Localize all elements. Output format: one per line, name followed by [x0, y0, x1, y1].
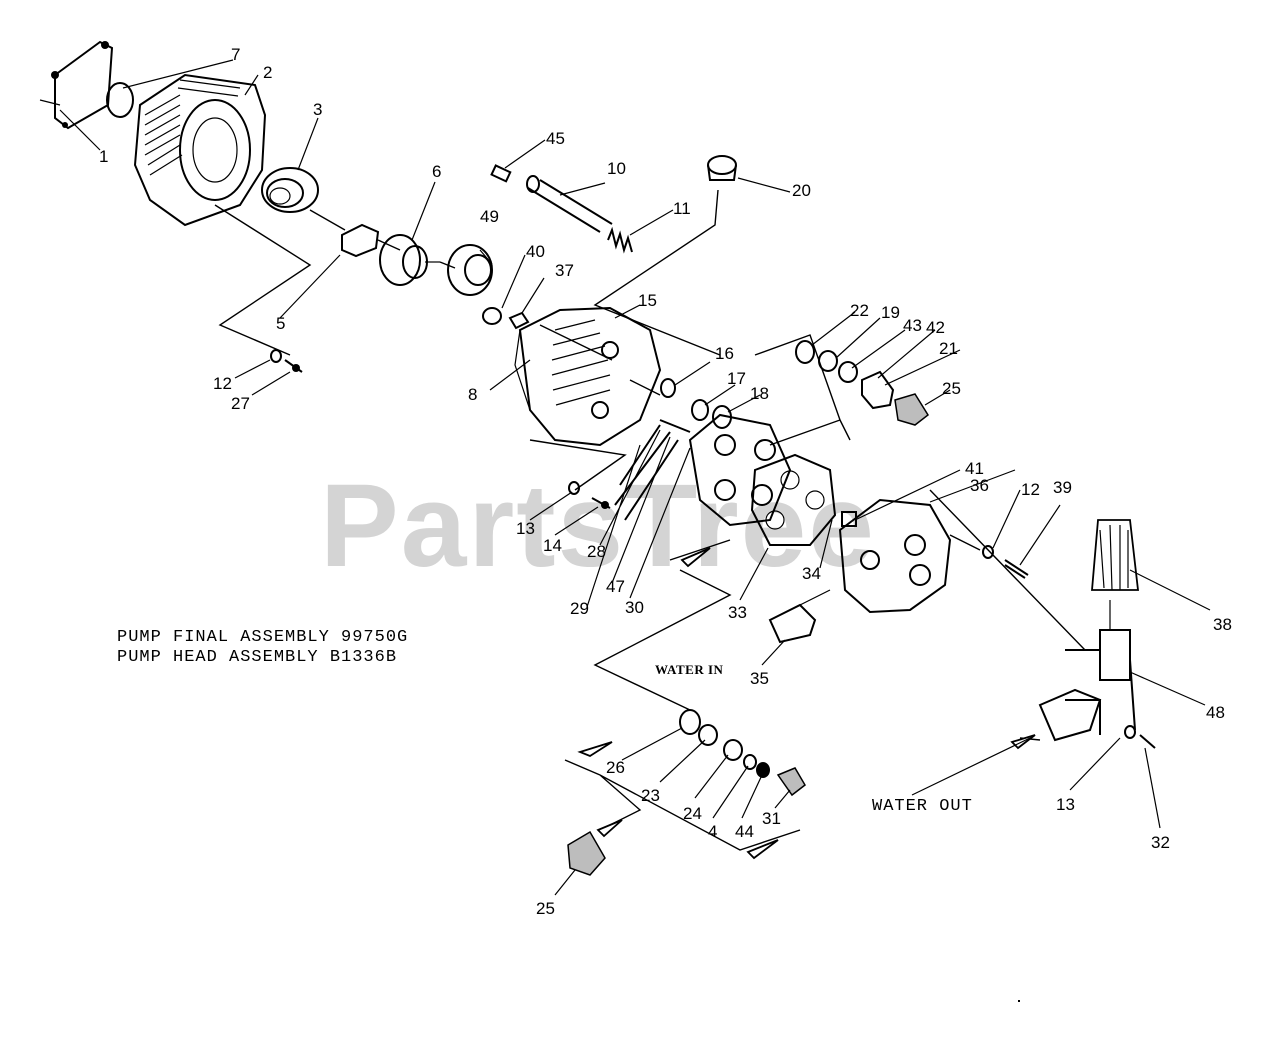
part-1-gasket	[39, 40, 114, 130]
callout-40: 40	[526, 242, 545, 261]
callout-34: 34	[802, 564, 821, 583]
callout-7: 7	[231, 45, 241, 64]
part-44-spring	[756, 762, 770, 778]
final-assembly-note: PUMP FINAL ASSEMBLY 99750G	[117, 628, 409, 647]
water-in-label: WATER IN	[655, 662, 724, 677]
callout-10: 10	[607, 159, 626, 178]
callout-38: 38	[1213, 615, 1232, 634]
part-24-oring	[723, 739, 743, 761]
callout-37: 37	[555, 261, 574, 280]
callout-12-left: 12	[213, 374, 232, 393]
callout-32: 32	[1151, 833, 1170, 852]
callout-3: 3	[313, 100, 323, 119]
part-2-housing	[133, 73, 267, 227]
part-4-ball	[743, 754, 757, 770]
callout-23: 23	[641, 786, 660, 805]
part-21-valve	[861, 370, 895, 410]
part-48-unloader	[1038, 600, 1136, 742]
callout-29: 29	[570, 599, 589, 618]
part-36-pump-head	[838, 498, 952, 614]
callout-44: 44	[735, 822, 754, 841]
callout-42: 42	[926, 318, 945, 337]
part-8-gasket	[514, 329, 531, 411]
callout-1: 1	[99, 147, 109, 166]
part-20-cap	[707, 155, 791, 193]
callout-21: 21	[939, 339, 958, 358]
part-35-inlet-fitting	[768, 589, 831, 644]
part-22-nut	[795, 340, 815, 364]
callout-48: 48	[1206, 703, 1225, 722]
part-28-piston	[614, 419, 691, 521]
callout-26: 26	[606, 758, 625, 777]
callout-33: 33	[728, 603, 747, 622]
callout-17: 17	[727, 369, 746, 388]
part-10-shaft	[527, 179, 613, 233]
part-25-valve-cap	[894, 393, 929, 426]
part-33-plate	[688, 413, 792, 527]
part-6-wobble-plate	[379, 234, 440, 286]
part-37-seal	[508, 311, 530, 330]
callout-28: 28	[587, 542, 606, 561]
part-7-oring	[106, 82, 134, 118]
callout-35: 35	[750, 669, 769, 688]
callout-13-left: 13	[516, 519, 535, 538]
callout-45: 45	[546, 129, 565, 148]
part-23-washer	[698, 724, 718, 746]
callout-39: 39	[1053, 478, 1072, 497]
callout-41: 41	[965, 459, 984, 478]
callout-8: 8	[468, 385, 478, 404]
callout-47: 47	[606, 577, 625, 596]
part-43-oring	[838, 361, 858, 383]
part-11-spring	[607, 226, 633, 254]
callout-19: 19	[881, 303, 900, 322]
callout-43: 43	[903, 316, 922, 335]
part-25-valve-cap-lower	[567, 830, 606, 876]
callout-22: 22	[850, 301, 869, 320]
part-13-washer-right	[1124, 725, 1136, 739]
part-32-bolt	[1139, 734, 1156, 749]
part-34-gasket	[750, 453, 837, 546]
part-17-seal	[691, 399, 709, 421]
part-5-nut	[341, 223, 380, 258]
head-assembly-note: PUMP HEAD ASSEMBLY B1336B	[117, 648, 398, 667]
leader-lines	[59, 59, 1211, 896]
callout-2: 2	[263, 63, 273, 82]
water-out-label: WATER OUT	[872, 797, 973, 816]
callout-16: 16	[715, 344, 734, 363]
callout-30: 30	[625, 598, 644, 617]
callout-11: 11	[673, 199, 691, 218]
callout-18: 18	[750, 384, 769, 403]
part-12-washer	[982, 545, 994, 559]
callout-20: 20	[792, 181, 811, 200]
part-3-bearing	[261, 167, 319, 213]
part-38-knob	[1091, 519, 1140, 591]
callout-24: 24	[683, 804, 702, 823]
callout-14: 14	[543, 536, 562, 555]
callout-31: 31	[762, 809, 781, 828]
callout-49: 49	[480, 207, 499, 226]
part-16-oring	[660, 378, 676, 398]
part-39-bolt	[1004, 559, 1029, 579]
callout-6: 6	[432, 162, 442, 181]
part-40-washer	[482, 307, 502, 325]
part-15-block	[518, 306, 662, 447]
callout-25-upper: 25	[942, 379, 961, 398]
part-49-seal	[447, 244, 493, 296]
part-12-washer-left	[270, 349, 282, 363]
part-31-cap	[776, 767, 806, 797]
callout-12-right: 12	[1021, 480, 1040, 499]
callout-36: 36	[970, 476, 989, 495]
callout-15: 15	[638, 291, 657, 310]
callout-27: 27	[231, 394, 250, 413]
callout-5: 5	[276, 314, 286, 333]
callout-13-right: 13	[1056, 795, 1075, 814]
callout-4: 4	[708, 822, 718, 841]
part-45-pin	[490, 164, 512, 183]
part-26-nut	[679, 709, 701, 735]
callout-25-lower: 25	[536, 899, 555, 918]
